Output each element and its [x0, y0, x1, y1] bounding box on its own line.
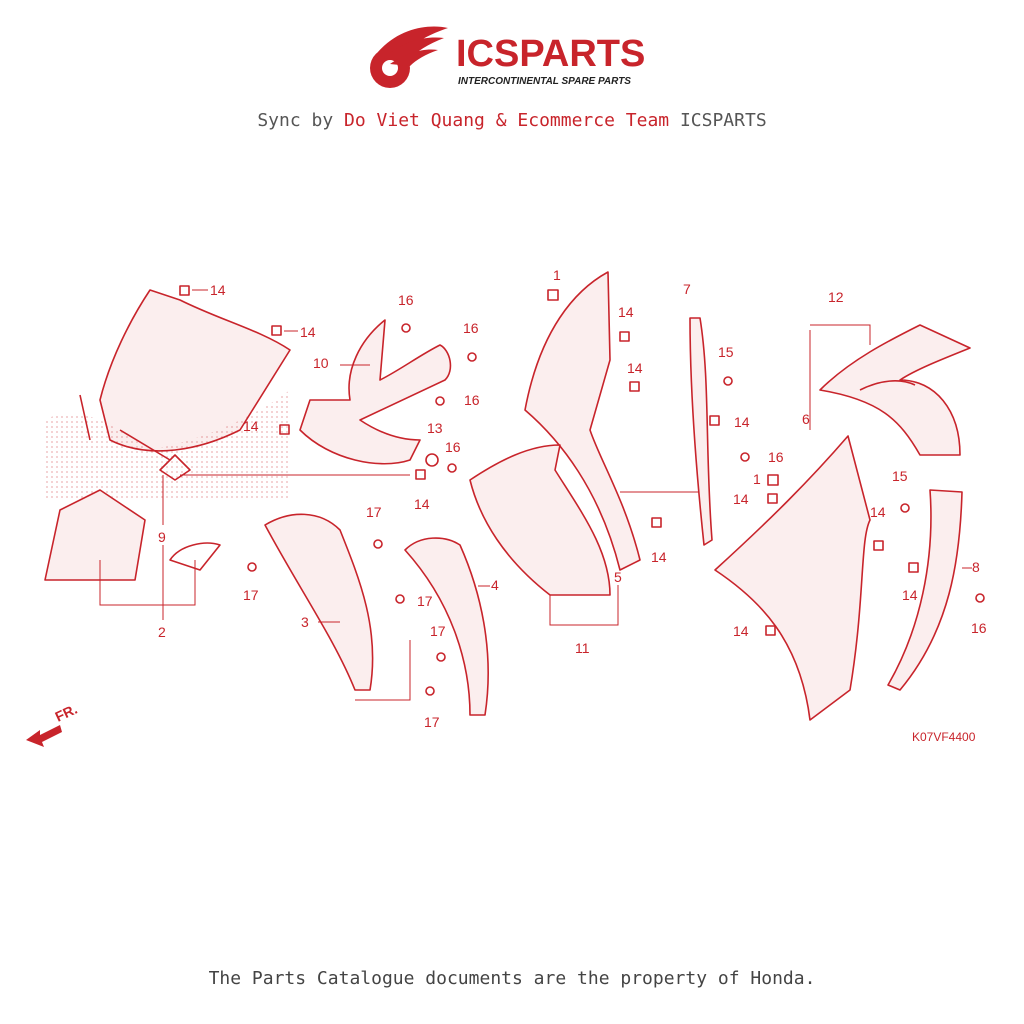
- callout: 14: [902, 587, 918, 603]
- callout: 16: [464, 392, 480, 408]
- inner-cowl-upper: [299, 319, 452, 465]
- clip-nut: [767, 493, 778, 504]
- callout: 14: [651, 549, 667, 565]
- callout: 15: [718, 344, 734, 360]
- callout: 16: [445, 439, 461, 455]
- icsparts-logo: ICSPARTS INTERCONTINENTAL SPARE PARTS: [370, 26, 645, 88]
- collar: [547, 289, 559, 301]
- bolt: [900, 503, 910, 513]
- direction-label: FR.: [53, 701, 80, 725]
- middle-cover-11: [469, 444, 611, 596]
- callout: 17: [424, 714, 440, 730]
- inner-rail-7: [689, 317, 713, 546]
- brand-tagline: INTERCONTINENTAL SPARE PARTS: [458, 76, 631, 87]
- callout: 14: [243, 418, 259, 434]
- front-cowl-body: [45, 390, 290, 500]
- brand-name: ICSPARTS: [456, 33, 645, 75]
- callout: 11: [575, 640, 590, 656]
- callout: 16: [398, 292, 414, 308]
- callout: 14: [300, 324, 316, 340]
- side-cowl-6: [714, 435, 871, 721]
- callout: 1: [553, 267, 561, 283]
- callout: 10: [313, 355, 329, 371]
- clip-nut: [619, 331, 630, 342]
- callout: 14: [870, 504, 886, 520]
- side-garnish-8: [887, 489, 963, 691]
- clip-nut: [415, 469, 426, 480]
- front-lower-cowl: [44, 489, 146, 581]
- clip-nut: [279, 424, 290, 435]
- callout: 12: [828, 289, 844, 305]
- clip-nut: [651, 517, 662, 528]
- middle-panel-group: 1 14 14 5 14 11: [469, 267, 700, 656]
- callout: 17: [366, 504, 382, 520]
- clip-nut: [908, 562, 919, 573]
- rsx-emblem: [169, 542, 221, 571]
- clip-nut: [765, 625, 776, 636]
- callout: 16: [463, 320, 479, 336]
- bolt: [247, 323, 477, 696]
- side-cowl-12: [819, 324, 971, 456]
- side-cowl-right: [404, 537, 489, 716]
- clip-nut: [709, 415, 720, 426]
- inner-panel-5: [524, 271, 641, 571]
- inner-cowl-group: 16 16 10 16 14 13 16 14 17 17 3 4 17 17 …: [243, 292, 499, 730]
- bolt: [723, 376, 733, 386]
- callout: 17: [243, 587, 259, 603]
- copyright-footer: The Parts Catalogue documents are the pr…: [208, 968, 816, 989]
- arrow-left-icon: [26, 725, 62, 747]
- callout: 5: [614, 569, 622, 585]
- sync-credit: Sync by Do Viet Quang & Ecommerce Team I…: [0, 110, 1024, 131]
- callout: 1: [753, 471, 761, 487]
- parts-diagram: 14 14 9 2 16 16 10 16 14 13 16 14 17 17 …: [26, 267, 987, 747]
- callout: 6: [802, 411, 810, 427]
- sync-suffix: ICSPARTS: [669, 110, 767, 131]
- callout: 3: [301, 614, 309, 630]
- callout: 17: [430, 623, 446, 639]
- callout: 14: [627, 360, 643, 376]
- clip-nut: [179, 285, 190, 296]
- callout: 4: [491, 577, 499, 593]
- callout: 14: [734, 414, 750, 430]
- clip-nut: [271, 325, 282, 336]
- callout: 7: [683, 281, 691, 297]
- wing-gear-icon: [370, 26, 448, 88]
- clip-nut: [629, 381, 640, 392]
- callout: 14: [733, 491, 749, 507]
- clip-nut: [873, 540, 884, 551]
- callout: 15: [892, 468, 908, 484]
- collar: [767, 474, 779, 486]
- callout: 2: [158, 624, 166, 640]
- callout: 14: [414, 496, 430, 512]
- rsx-graphic: [859, 380, 916, 391]
- sync-prefix: Sync by: [257, 110, 345, 131]
- callout: 14: [733, 623, 749, 639]
- callout: 17: [417, 593, 433, 609]
- callout: 9: [158, 529, 166, 545]
- callout: 14: [210, 282, 226, 298]
- grommet: [425, 453, 439, 467]
- callout: 16: [768, 449, 784, 465]
- bolt: [975, 593, 985, 603]
- side-cowl-left: [264, 513, 374, 691]
- front-direction-indicator: FR.: [26, 701, 80, 747]
- diagram-code: K07VF4400: [912, 730, 976, 744]
- callout: 14: [618, 304, 634, 320]
- sync-highlight: Do Viet Quang & Ecommerce Team: [344, 110, 670, 131]
- callout: 16: [971, 620, 987, 636]
- callout: 13: [427, 420, 443, 436]
- front-bracket: [159, 454, 191, 481]
- front-cowl-group: 14 14 9 2: [44, 282, 410, 640]
- callout: 8: [972, 559, 980, 575]
- right-cowl-group: 7 12 15 6 14 16 1 14 15 14 8 14 14 16: [683, 281, 987, 721]
- bolt: [740, 452, 750, 462]
